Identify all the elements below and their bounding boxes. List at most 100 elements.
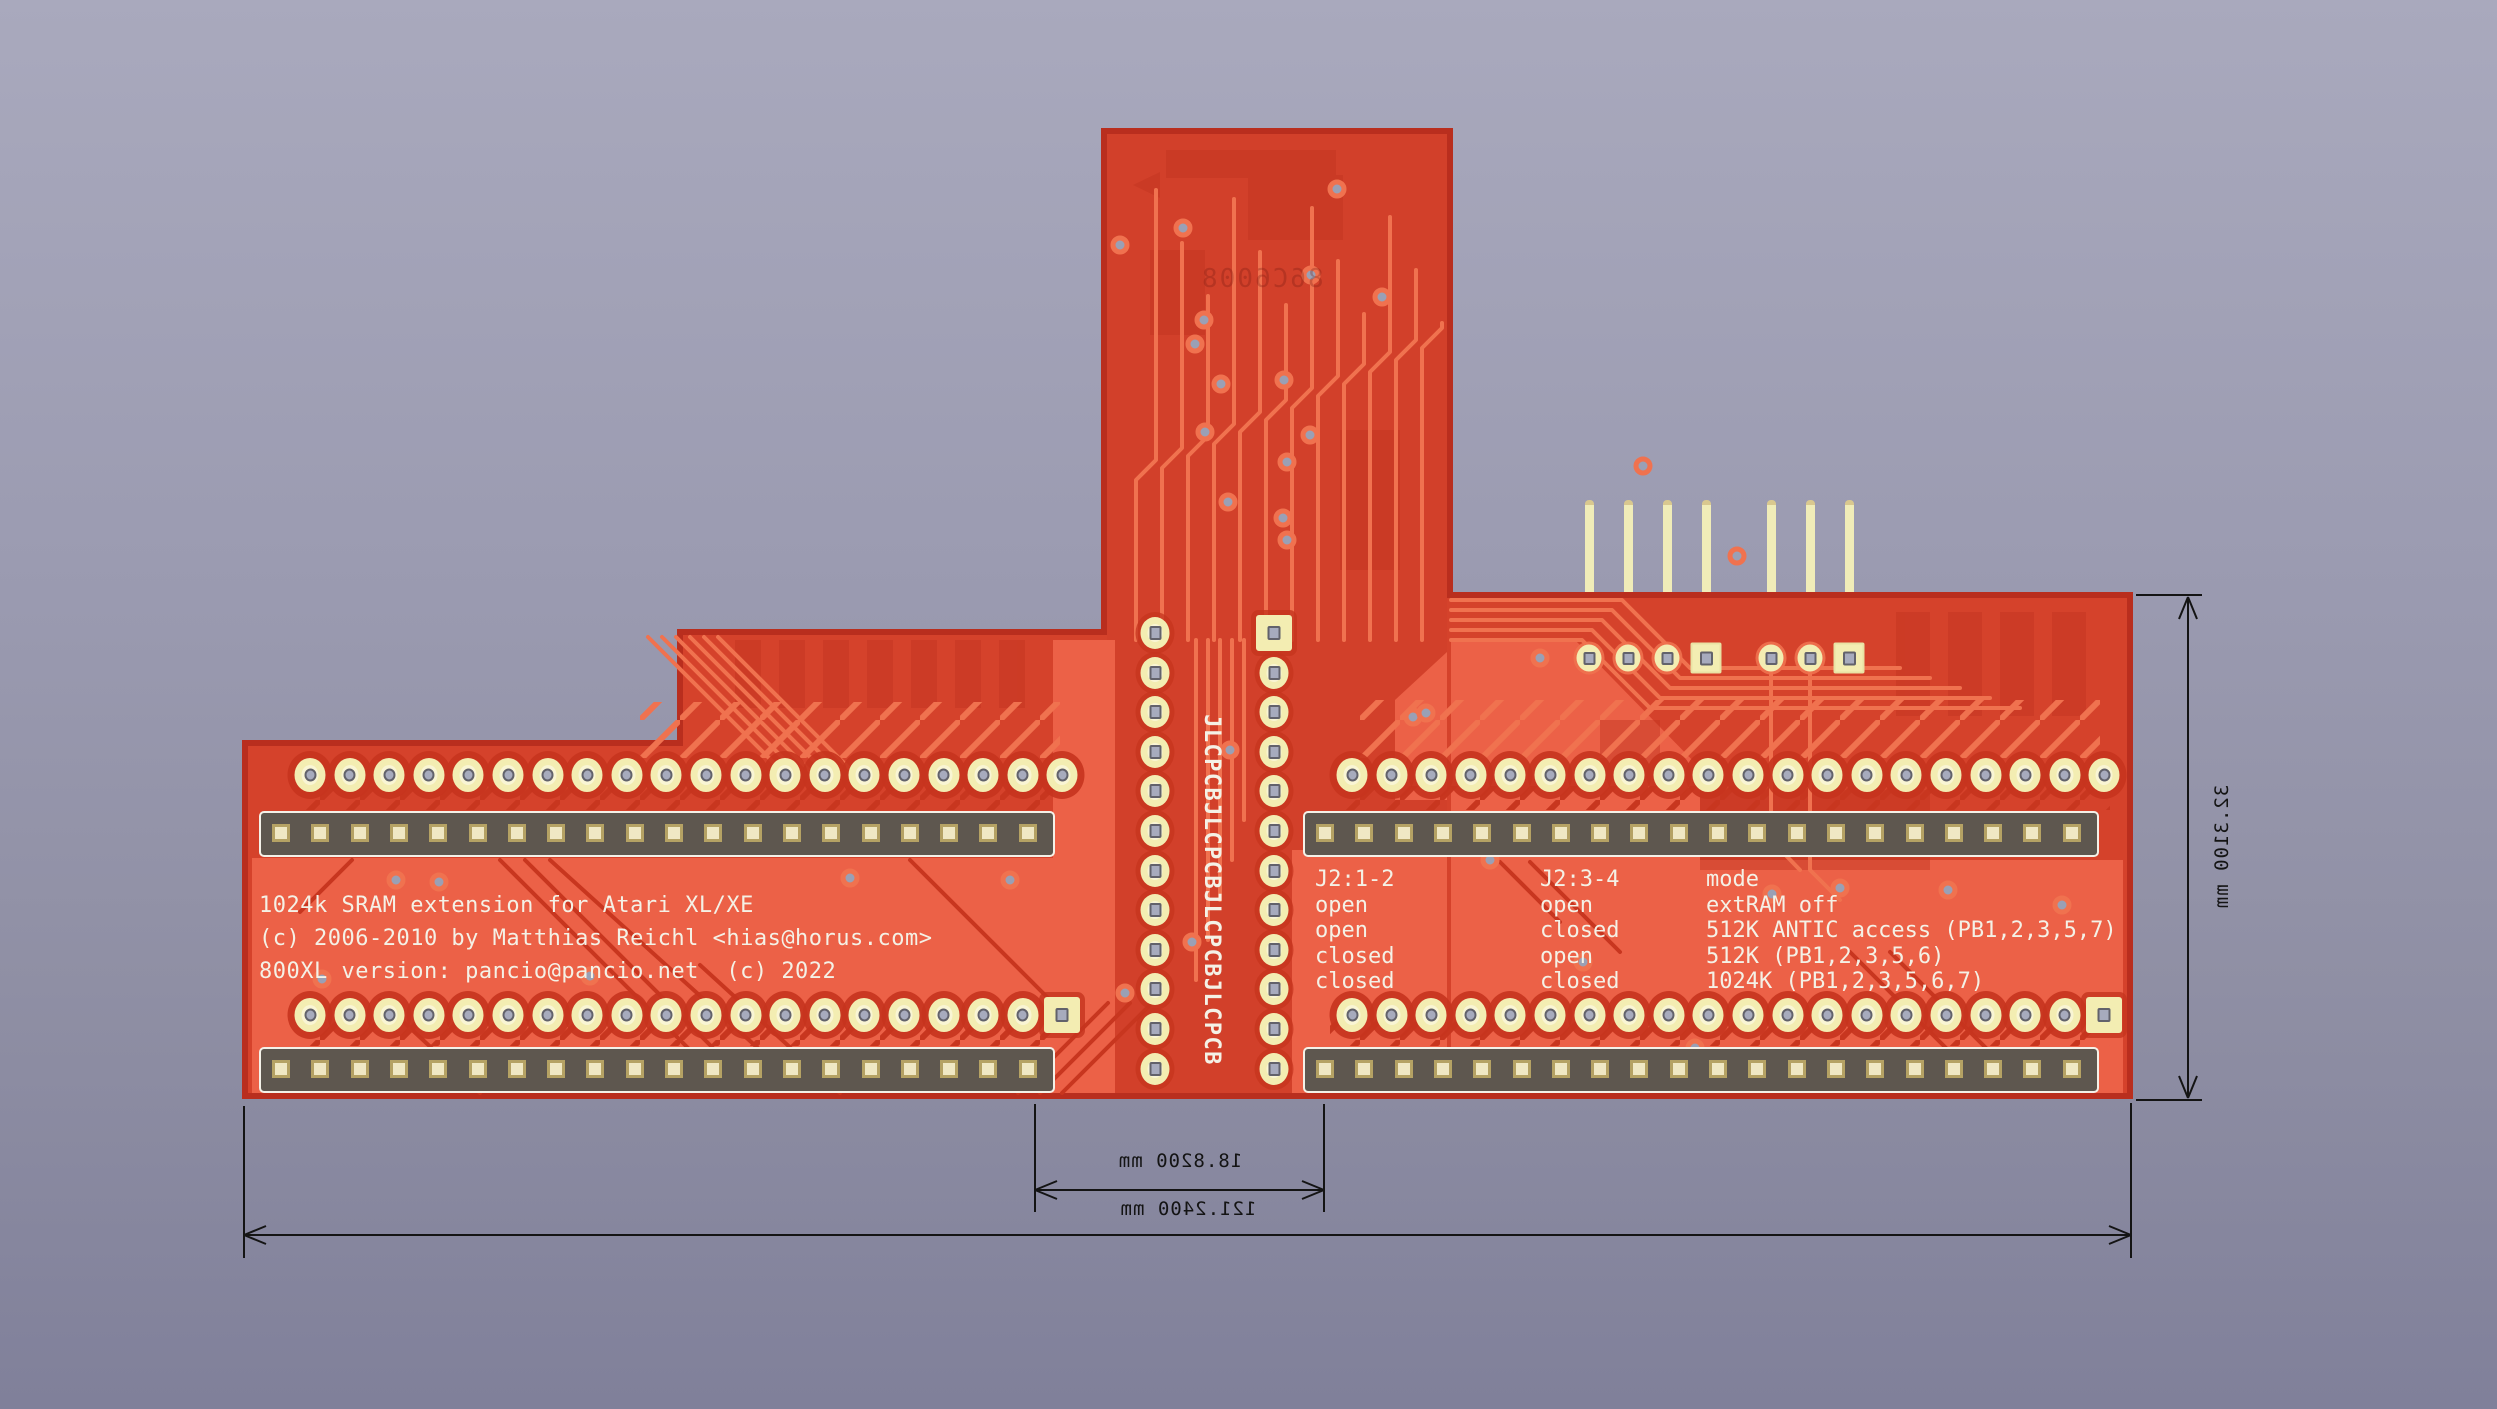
strip-contact-pad — [979, 1060, 998, 1078]
strip-contact-pad — [586, 1060, 605, 1078]
via — [1327, 179, 1347, 199]
strip-contact-pad — [389, 824, 408, 842]
through-hole-pad — [2049, 758, 2081, 792]
through-hole-pad — [611, 998, 643, 1032]
strip-contact-pad — [1669, 1060, 1688, 1078]
through-hole-pad — [1613, 998, 1645, 1032]
via — [1633, 456, 1653, 476]
through-hole-pad — [928, 758, 960, 792]
strip-contact-pad — [1669, 824, 1688, 842]
strip-contact-pad — [1473, 824, 1492, 842]
through-hole-pad — [413, 758, 445, 792]
silkscreen-title-line3: 800XL version: pancio@pancio.net (c) 202… — [259, 959, 837, 984]
strip-contact-pad — [586, 824, 605, 842]
through-hole-pad — [1653, 758, 1685, 792]
strip-contact-pad — [1355, 1060, 1374, 1078]
through-hole-pad — [888, 758, 920, 792]
jumper-table-cell: closed — [1540, 918, 1620, 943]
strip-contact-pad — [1984, 824, 2003, 842]
strip-contact-pad — [2023, 1060, 2042, 1078]
through-hole-pad — [650, 998, 682, 1032]
through-hole-pad — [1140, 735, 1170, 768]
strip-contact-pad — [704, 1060, 723, 1078]
through-hole-pad — [1140, 933, 1170, 966]
via — [1000, 870, 1020, 890]
header-pin — [1701, 500, 1711, 592]
strip-contact-pad — [547, 824, 566, 842]
through-hole-pad — [1259, 973, 1289, 1006]
jumper-table-cell: closed — [1540, 969, 1620, 994]
through-hole-pad — [2049, 998, 2081, 1032]
jumper-table-cell: closed — [1315, 943, 1395, 969]
through-hole-pad — [1654, 644, 1680, 672]
through-hole-pad — [1046, 758, 1078, 792]
through-hole-pad — [1930, 758, 1962, 792]
via — [1110, 235, 1130, 255]
jumper-table-cell: open — [1315, 918, 1368, 943]
through-hole-pad — [809, 998, 841, 1032]
strip-contact-pad — [665, 824, 683, 842]
strip-contact-pad — [272, 1060, 290, 1078]
dimension-board-height: 32.3100 mm — [2211, 784, 2233, 910]
jumper-table-cell: 1024K (PB1,2,3,5,6,7) — [1706, 969, 1985, 994]
strip-contact-pad — [1826, 1060, 1845, 1078]
through-hole-pad — [809, 758, 841, 792]
strip-contact-pad — [507, 824, 526, 842]
via — [580, 966, 600, 986]
through-hole-pad — [1259, 933, 1289, 966]
through-hole-pad — [1811, 758, 1843, 792]
strip-contact-pad — [429, 1060, 448, 1078]
strip-contact-pad — [1709, 824, 1727, 842]
strip-contact-pad — [1630, 1060, 1649, 1078]
through-hole-pad — [769, 758, 801, 792]
through-hole-pad — [1455, 998, 1487, 1032]
through-hole-pad — [1259, 696, 1289, 729]
jumper-table-cell: J2:1-2 — [1315, 867, 1395, 892]
through-hole-pad — [1259, 656, 1289, 689]
pin-socket-strip — [1303, 811, 2099, 857]
through-hole-pad — [1415, 998, 1447, 1032]
through-hole-pad — [1772, 758, 1804, 792]
square-pad — [1833, 642, 1865, 674]
via — [1273, 508, 1293, 528]
strip-contact-pad — [2062, 824, 2081, 842]
strip-contact-pad — [272, 824, 290, 842]
strip-contact-pad — [1748, 1060, 1767, 1078]
through-hole-pad — [1140, 775, 1170, 808]
through-hole-pad — [1890, 758, 1922, 792]
via-layer — [312, 179, 2072, 1058]
via — [1211, 374, 1231, 394]
strip-contact-pad — [1944, 1060, 1963, 1078]
strip-contact-pad — [468, 824, 487, 842]
through-hole-pad — [650, 758, 682, 792]
strip-contact-pad — [1748, 824, 1767, 842]
through-hole-pad — [848, 758, 880, 792]
strip-contact-pad — [547, 1060, 566, 1078]
through-hole-pad — [1259, 775, 1289, 808]
strip-contact-pad — [782, 824, 801, 842]
strip-contact-pad — [429, 824, 448, 842]
through-hole-pad — [1758, 644, 1784, 672]
header-pin — [1766, 500, 1776, 592]
through-hole-pad — [1259, 815, 1289, 847]
strip-contact-pad — [1709, 1060, 1727, 1078]
through-hole-pad — [967, 998, 999, 1032]
through-hole-pad — [492, 998, 524, 1032]
via — [1938, 880, 1958, 900]
through-hole-pad — [1615, 644, 1641, 672]
silkscreen-title-line1: 1024k SRAM extension for Atari XL/XE — [259, 893, 754, 918]
via — [1277, 452, 1297, 472]
strip-contact-pad — [1433, 824, 1452, 842]
through-hole-pad — [611, 758, 643, 792]
strip-contact-pad — [940, 824, 959, 842]
strip-contact-pad — [822, 1060, 841, 1078]
through-hole-pad — [1140, 656, 1170, 689]
jumper-table-cell: open — [1540, 892, 1593, 918]
strip-contact-pad — [350, 1060, 369, 1078]
strip-contact-pad — [861, 1060, 880, 1078]
jumper-table-cell: 512K ANTIC access (PB1,2,3,5,7) — [1706, 918, 2117, 943]
